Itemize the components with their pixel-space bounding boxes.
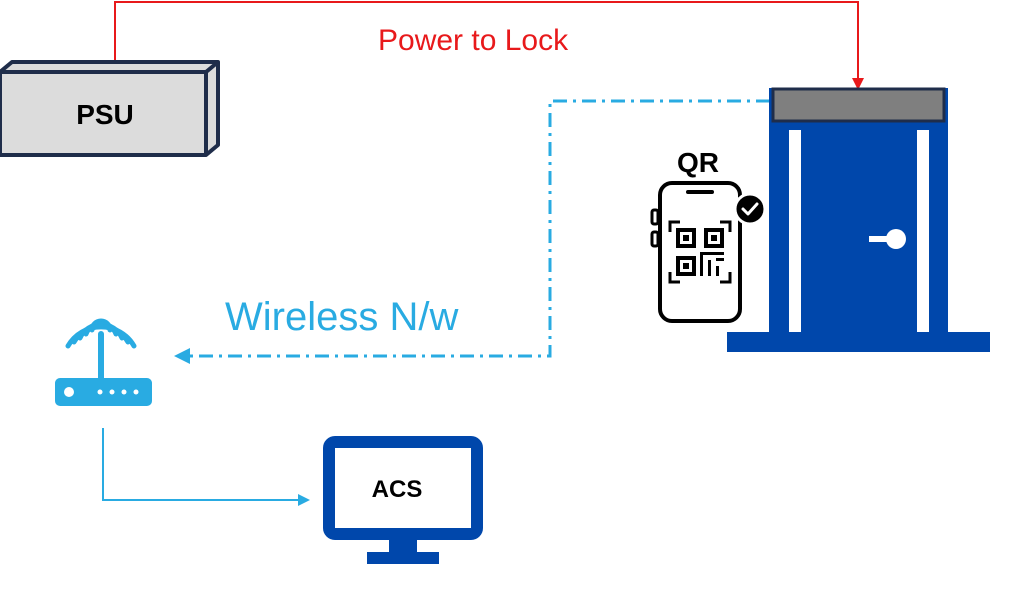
psu-box-icon: [0, 60, 220, 157]
power-arrow-head: [852, 78, 864, 90]
psu-label: PSU: [76, 99, 134, 130]
magnetic-lock-icon: [771, 87, 946, 123]
qr-phone-icon: [650, 181, 742, 323]
checkmark-icon: [733, 192, 767, 226]
wireless-arrow-head: [174, 348, 190, 364]
qr-label: QR: [677, 147, 719, 178]
monitor-icon: [323, 436, 483, 564]
door-icon: [727, 88, 990, 352]
power-line-label: Power to Lock: [378, 24, 569, 57]
power-connector: [114, 1, 864, 90]
wireless-label: Wireless N/w: [225, 295, 458, 339]
network-connector: [102, 428, 310, 506]
wireless-connector: [174, 99, 770, 364]
wifi-router-icon: [55, 318, 152, 406]
acs-label: ACS: [372, 476, 423, 503]
network-arrow-head: [298, 494, 310, 506]
